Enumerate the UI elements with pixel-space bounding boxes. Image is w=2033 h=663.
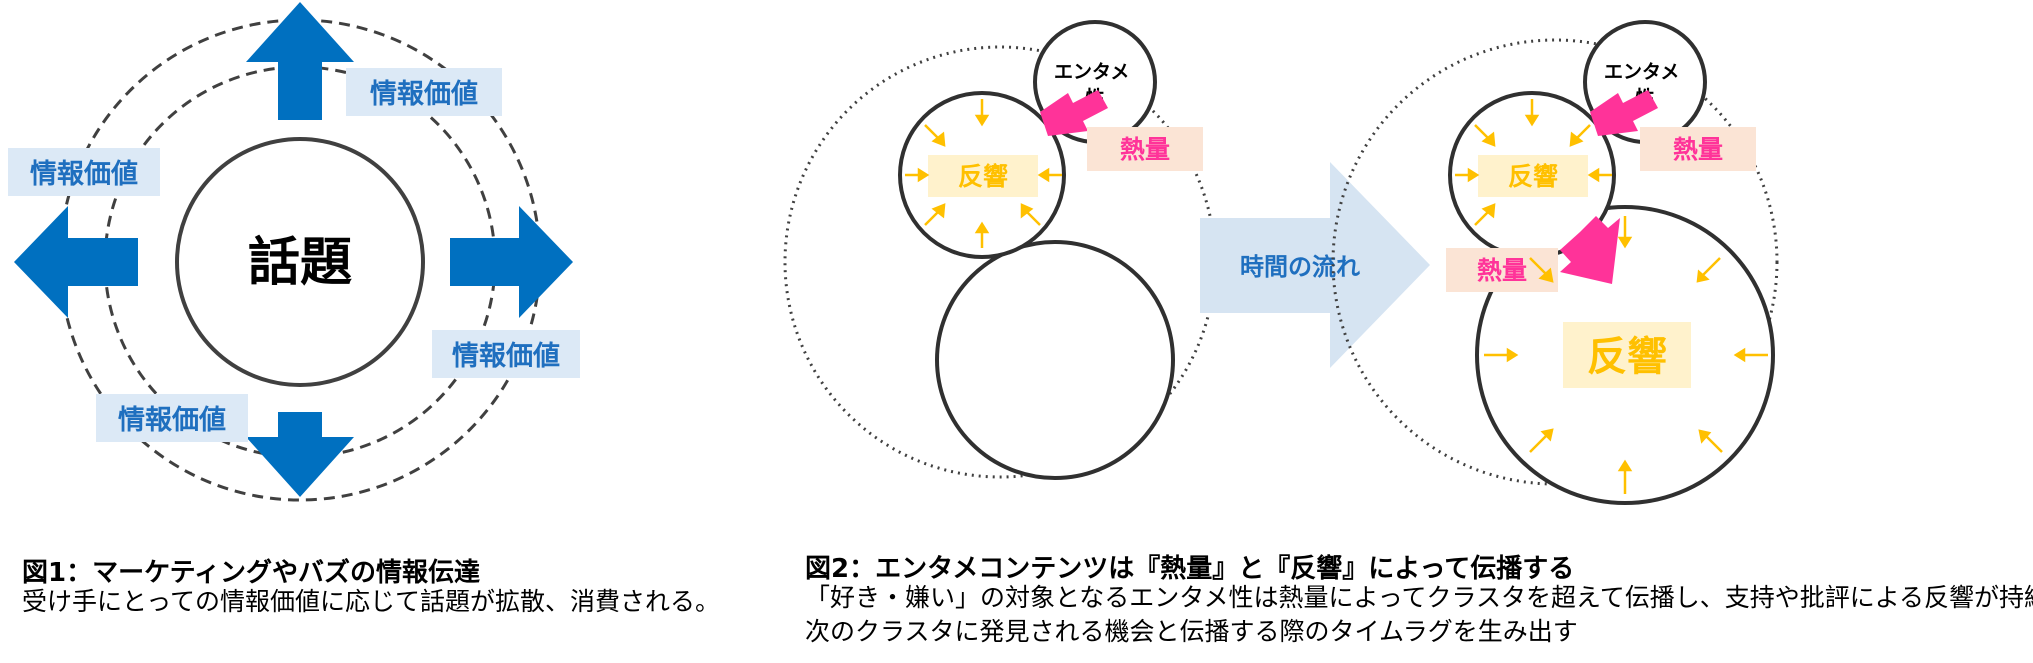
value-label-box-top [346, 68, 502, 116]
time-flow-arrow: 時間の流れ [1200, 162, 1430, 368]
right-reaction-label-big: 反響 [1587, 334, 1667, 380]
figure2-left-cluster: エンタメ 性 熱量 反響 [783, 20, 1217, 480]
left-reaction-arrows [905, 99, 1062, 248]
right-heat-box-mid [1446, 248, 1558, 292]
value-label-box-left [8, 148, 160, 196]
value-label-top: 情報価値 [370, 79, 478, 110]
figure1-caption-body: 受け手にとっての情報価値に応じて話題が拡散、消費される。 [22, 587, 721, 616]
right-heat-arrow-mid [1560, 216, 1620, 284]
right-big-reaction-arrows [1484, 216, 1768, 494]
left-heat-label: 熱量 [1120, 135, 1170, 164]
value-label-left: 情報価値 [30, 159, 138, 190]
left-next-cluster-circle [935, 240, 1175, 480]
right-small-reaction-arrows [1455, 99, 1612, 226]
right-heat-label-top: 熱量 [1673, 135, 1723, 164]
right-heat-box-top [1640, 127, 1756, 171]
value-label-box-bottom [96, 394, 248, 442]
right-entame-line1: エンタメ [1604, 61, 1679, 83]
right-reaction-label-small: 反響 [1508, 162, 1558, 191]
right-heat-label-mid: 熱量 [1477, 256, 1527, 285]
arrow-right [450, 206, 573, 318]
time-arrow-label: 時間の流れ [1240, 253, 1360, 281]
value-label-bottom: 情報価値 [118, 405, 226, 436]
left-reaction-label: 反響 [958, 162, 1008, 191]
left-heat-box [1087, 127, 1203, 171]
topic-circle [175, 137, 425, 387]
right-reaction-box-small [1478, 155, 1588, 197]
figure2-caption-body-line2: 次のクラスタに発見される機会と伝播する際のタイムラグを生み出す [805, 617, 1578, 646]
figure2-caption-body-line1: 「好き・嫌い」の対象となるエンタメ性は熱量によってクラスタを超えて伝播し、支持や… [805, 583, 2033, 612]
figure2-right-cluster: エンタメ 性 熱量 反響 熱量 反響 [1331, 20, 1779, 505]
arrow-down [246, 412, 354, 497]
value-label-right: 情報価値 [452, 341, 560, 372]
right-dotted-cluster [1331, 38, 1779, 486]
value-label-box-right [432, 330, 580, 378]
left-entame-line1: エンタメ [1054, 61, 1129, 83]
arrow-up [246, 2, 354, 120]
left-reaction-box [928, 155, 1038, 197]
arrow-left [14, 206, 138, 318]
figure2-caption-title: 図2：エンタメコンテンツは『熱量』と『反響』によって伝播する [805, 554, 1575, 584]
figure1: 話題 情報価値 情報価値 情報価値 情報価値 [8, 2, 580, 502]
left-heat-arrow [1040, 90, 1108, 136]
right-reaction-box-big [1563, 322, 1691, 388]
figure1-caption-title: 図1：マーケティングやバズの情報伝達 [22, 558, 481, 588]
topic-label: 話題 [248, 233, 352, 293]
time-arrow-shape [1200, 162, 1430, 368]
right-heat-arrow-top [1590, 90, 1658, 136]
